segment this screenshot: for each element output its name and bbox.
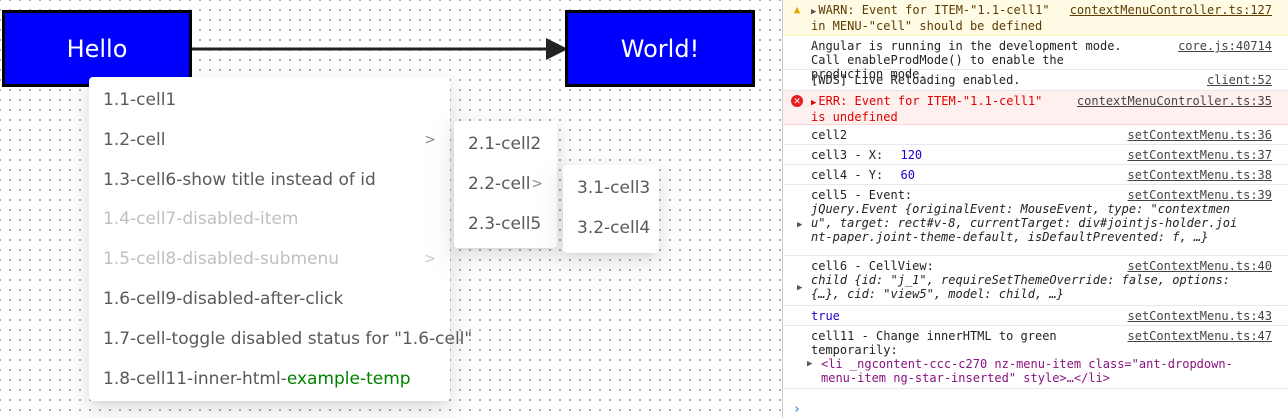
context-menu: 1.1-cell1 1.2-cell > 1.3-cell6-show titl…	[89, 77, 472, 401]
menu-item-label: 2.3-cell5	[468, 213, 542, 234]
expand-triangle-icon[interactable]: ▶	[811, 98, 817, 108]
menu-item-label: 1.2-cell	[103, 129, 166, 150]
menu-item-label: 1.3-cell6-show title instead of id	[103, 169, 376, 190]
log-source-link[interactable]: setContextMenu.ts:37	[1127, 148, 1273, 162]
expand-triangle-icon[interactable]: ▶	[811, 7, 817, 17]
console-log: cell11 - Change innerHTML to green tempo…	[783, 326, 1288, 389]
menu-item-1-5-disabled-submenu: 1.5-cell8-disabled-submenu >	[89, 240, 450, 280]
log-text: [WDS] Live Reloading enabled.	[811, 73, 1021, 87]
expand-triangle-icon[interactable]: ▶	[797, 220, 803, 230]
context-submenu-level-3: 3.1-cell3 3.2-cell4	[563, 165, 659, 253]
log-source-link[interactable]: setContextMenu.ts:40	[1127, 259, 1273, 273]
log-source-link[interactable]: setContextMenu.ts:36	[1127, 128, 1273, 142]
log-text: ERR: Event for ITEM-"1.1-cell1" is undef…	[811, 94, 1043, 124]
menu-item-label: 2.1-cell2	[468, 134, 542, 154]
menu-item-2-3[interactable]: 2.3-cell5	[454, 205, 557, 245]
log-source-link[interactable]: core.js:40714	[1178, 39, 1272, 53]
log-source-link[interactable]: setContextMenu.ts:43	[1127, 309, 1273, 323]
chevron-right-icon: >	[424, 131, 436, 148]
log-element-preview[interactable]: <li _ngcontent-ccc-c270 nz-menu-item cla…	[821, 357, 1233, 385]
menu-item-1-7[interactable]: 1.7-cell-toggle disabled status for "1.6…	[89, 320, 472, 360]
console-log: [WDS] Live Reloading enabled. client:52	[783, 70, 1288, 91]
console-log: true setContextMenu.ts:43	[783, 306, 1288, 326]
menu-item-label: 3.1-cell3	[577, 178, 651, 198]
log-object-preview[interactable]: jQuery.Event {originalEvent: MouseEvent,…	[811, 202, 1238, 244]
log-value: 60	[900, 168, 915, 182]
context-submenu-level-2: 2.1-cell2 2.2-cell > 2.3-cell5	[454, 121, 557, 248]
diagram-link	[192, 38, 568, 60]
menu-item-label: 1.4-cell7-disabled-item	[103, 209, 299, 230]
diagram-paper[interactable]: Hello World! 1.1-cell1 1.2-cell > 1.3-ce…	[0, 0, 782, 418]
console-log: cell4 - Y: 60 setContextMenu.ts:38	[783, 165, 1288, 185]
console-prompt[interactable]: ›	[783, 402, 1288, 418]
console-error: ✕ ▶ERR: Event for ITEM-"1.1-cell1" is un…	[783, 91, 1288, 125]
console-log: cell3 - X: 120 setContextMenu.ts:37	[783, 145, 1288, 165]
log-text: cell2	[811, 128, 848, 142]
link-arrowhead	[546, 38, 568, 60]
warning-icon: ▲	[793, 3, 801, 16]
menu-item-1-2-submenu[interactable]: 1.2-cell >	[89, 121, 450, 161]
log-object-preview[interactable]: child {id: "j_1", requireSetThemeOverrid…	[811, 273, 1231, 301]
menu-item-1-1[interactable]: 1.1-cell1	[89, 81, 450, 121]
log-text: cell11 - Change innerHTML to green tempo…	[811, 329, 1057, 357]
console-log: Angular is running in the development mo…	[783, 36, 1288, 81]
log-text: cell5 - Event:	[811, 188, 913, 202]
node-world[interactable]: World!	[565, 10, 755, 87]
log-source-link[interactable]: client:52	[1206, 73, 1272, 87]
log-source-link[interactable]: contextMenuController.ts:127	[1069, 3, 1272, 17]
menu-item-label: 1.8-cell11-inner-html-	[103, 368, 287, 389]
menu-item-1-6[interactable]: 1.6-cell9-disabled-after-click	[89, 280, 450, 320]
menu-item-1-3[interactable]: 1.3-cell6-show title instead of id	[89, 161, 450, 201]
chevron-right-icon: >	[531, 175, 543, 192]
log-text: WARN: Event for ITEM-"1.1-cell1" in MENU…	[811, 3, 1050, 33]
menu-item-label: 1.7-cell-toggle disabled status for "1.6…	[103, 328, 473, 349]
menu-item-3-1[interactable]: 3.1-cell3	[563, 169, 659, 209]
menu-item-label: 1.6-cell9-disabled-after-click	[103, 288, 344, 309]
chevron-right-icon: >	[424, 251, 436, 268]
menu-item-2-2-submenu[interactable]: 2.2-cell >	[454, 165, 557, 205]
menu-item-label: 3.2-cell4	[577, 217, 651, 238]
prompt-chevron-icon: ›	[793, 402, 801, 417]
log-text: cell3 - X:	[811, 148, 884, 162]
log-value: 120	[900, 148, 923, 162]
console-warning: ▲ ▶WARN: Event for ITEM-"1.1-cell1" in M…	[783, 0, 1288, 36]
log-source-link[interactable]: setContextMenu.ts:47	[1127, 329, 1273, 343]
menu-item-green-text: example-temp	[286, 368, 411, 389]
log-text: Angular is running in the development mo…	[811, 39, 1122, 81]
log-source-link[interactable]: setContextMenu.ts:38	[1127, 168, 1273, 182]
menu-item-1-4-disabled: 1.4-cell7-disabled-item	[89, 200, 450, 240]
menu-item-3-2[interactable]: 3.2-cell4	[563, 209, 659, 249]
node-hello[interactable]: Hello	[2, 10, 192, 87]
error-icon: ✕	[791, 95, 803, 107]
expand-triangle-icon[interactable]: ▶	[807, 359, 813, 369]
log-text: cell6 - CellView:	[811, 259, 934, 273]
menu-item-2-1[interactable]: 2.1-cell2	[454, 125, 557, 165]
expand-triangle-icon[interactable]: ▶	[797, 283, 803, 293]
menu-item-label: 2.2-cell	[468, 173, 531, 194]
console-log: cell2 setContextMenu.ts:36	[783, 125, 1288, 145]
devtools-console: ▲ ▶WARN: Event for ITEM-"1.1-cell1" in M…	[782, 0, 1288, 418]
log-text: cell4 - Y:	[811, 168, 884, 182]
console-log: cell6 - CellView: setContextMenu.ts:40 ▶…	[783, 256, 1288, 306]
menu-item-label: 1.1-cell1	[103, 90, 177, 110]
log-value: true	[811, 309, 840, 323]
console-log: cell5 - Event: setContextMenu.ts:39 ▶ jQ…	[783, 185, 1288, 256]
log-source-link[interactable]: contextMenuController.ts:35	[1076, 94, 1272, 108]
menu-item-label: 1.5-cell8-disabled-submenu	[103, 249, 340, 270]
log-source-link[interactable]: setContextMenu.ts:39	[1127, 188, 1273, 202]
menu-item-1-8[interactable]: 1.8-cell11-inner-html-example-temp	[89, 360, 450, 400]
